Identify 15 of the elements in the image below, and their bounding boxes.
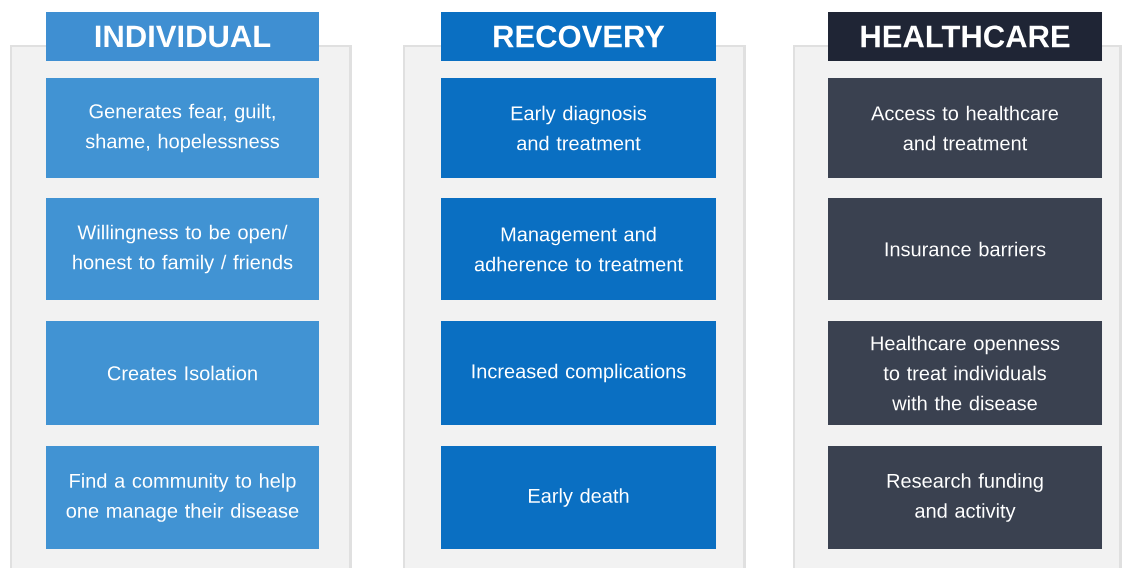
text-box: Healthcare openness to treat individuals with the disease	[828, 321, 1102, 425]
column-header: RECOVERY	[441, 12, 716, 61]
text-box: Early diagnosis and treatment	[441, 78, 716, 178]
text-box: Creates Isolation	[46, 321, 319, 425]
text-box: Research funding and activity	[828, 446, 1102, 549]
text-box: Insurance barriers	[828, 198, 1102, 300]
text-box: Early death	[441, 446, 716, 549]
text-box: Management and adherence to treatment	[441, 198, 716, 300]
text-box: Willingness to be open/ honest to family / friends	[46, 198, 319, 300]
column-header: INDIVIDUAL	[46, 12, 319, 61]
text-box: Generates fear, guilt, shame, hopelessness	[46, 78, 319, 178]
column-header: HEALTHCARE	[828, 12, 1102, 61]
text-box: Find a community to help one manage their disease	[46, 446, 319, 549]
text-box: Increased complications	[441, 321, 716, 425]
text-box: Access to healthcare and treatment	[828, 78, 1102, 178]
